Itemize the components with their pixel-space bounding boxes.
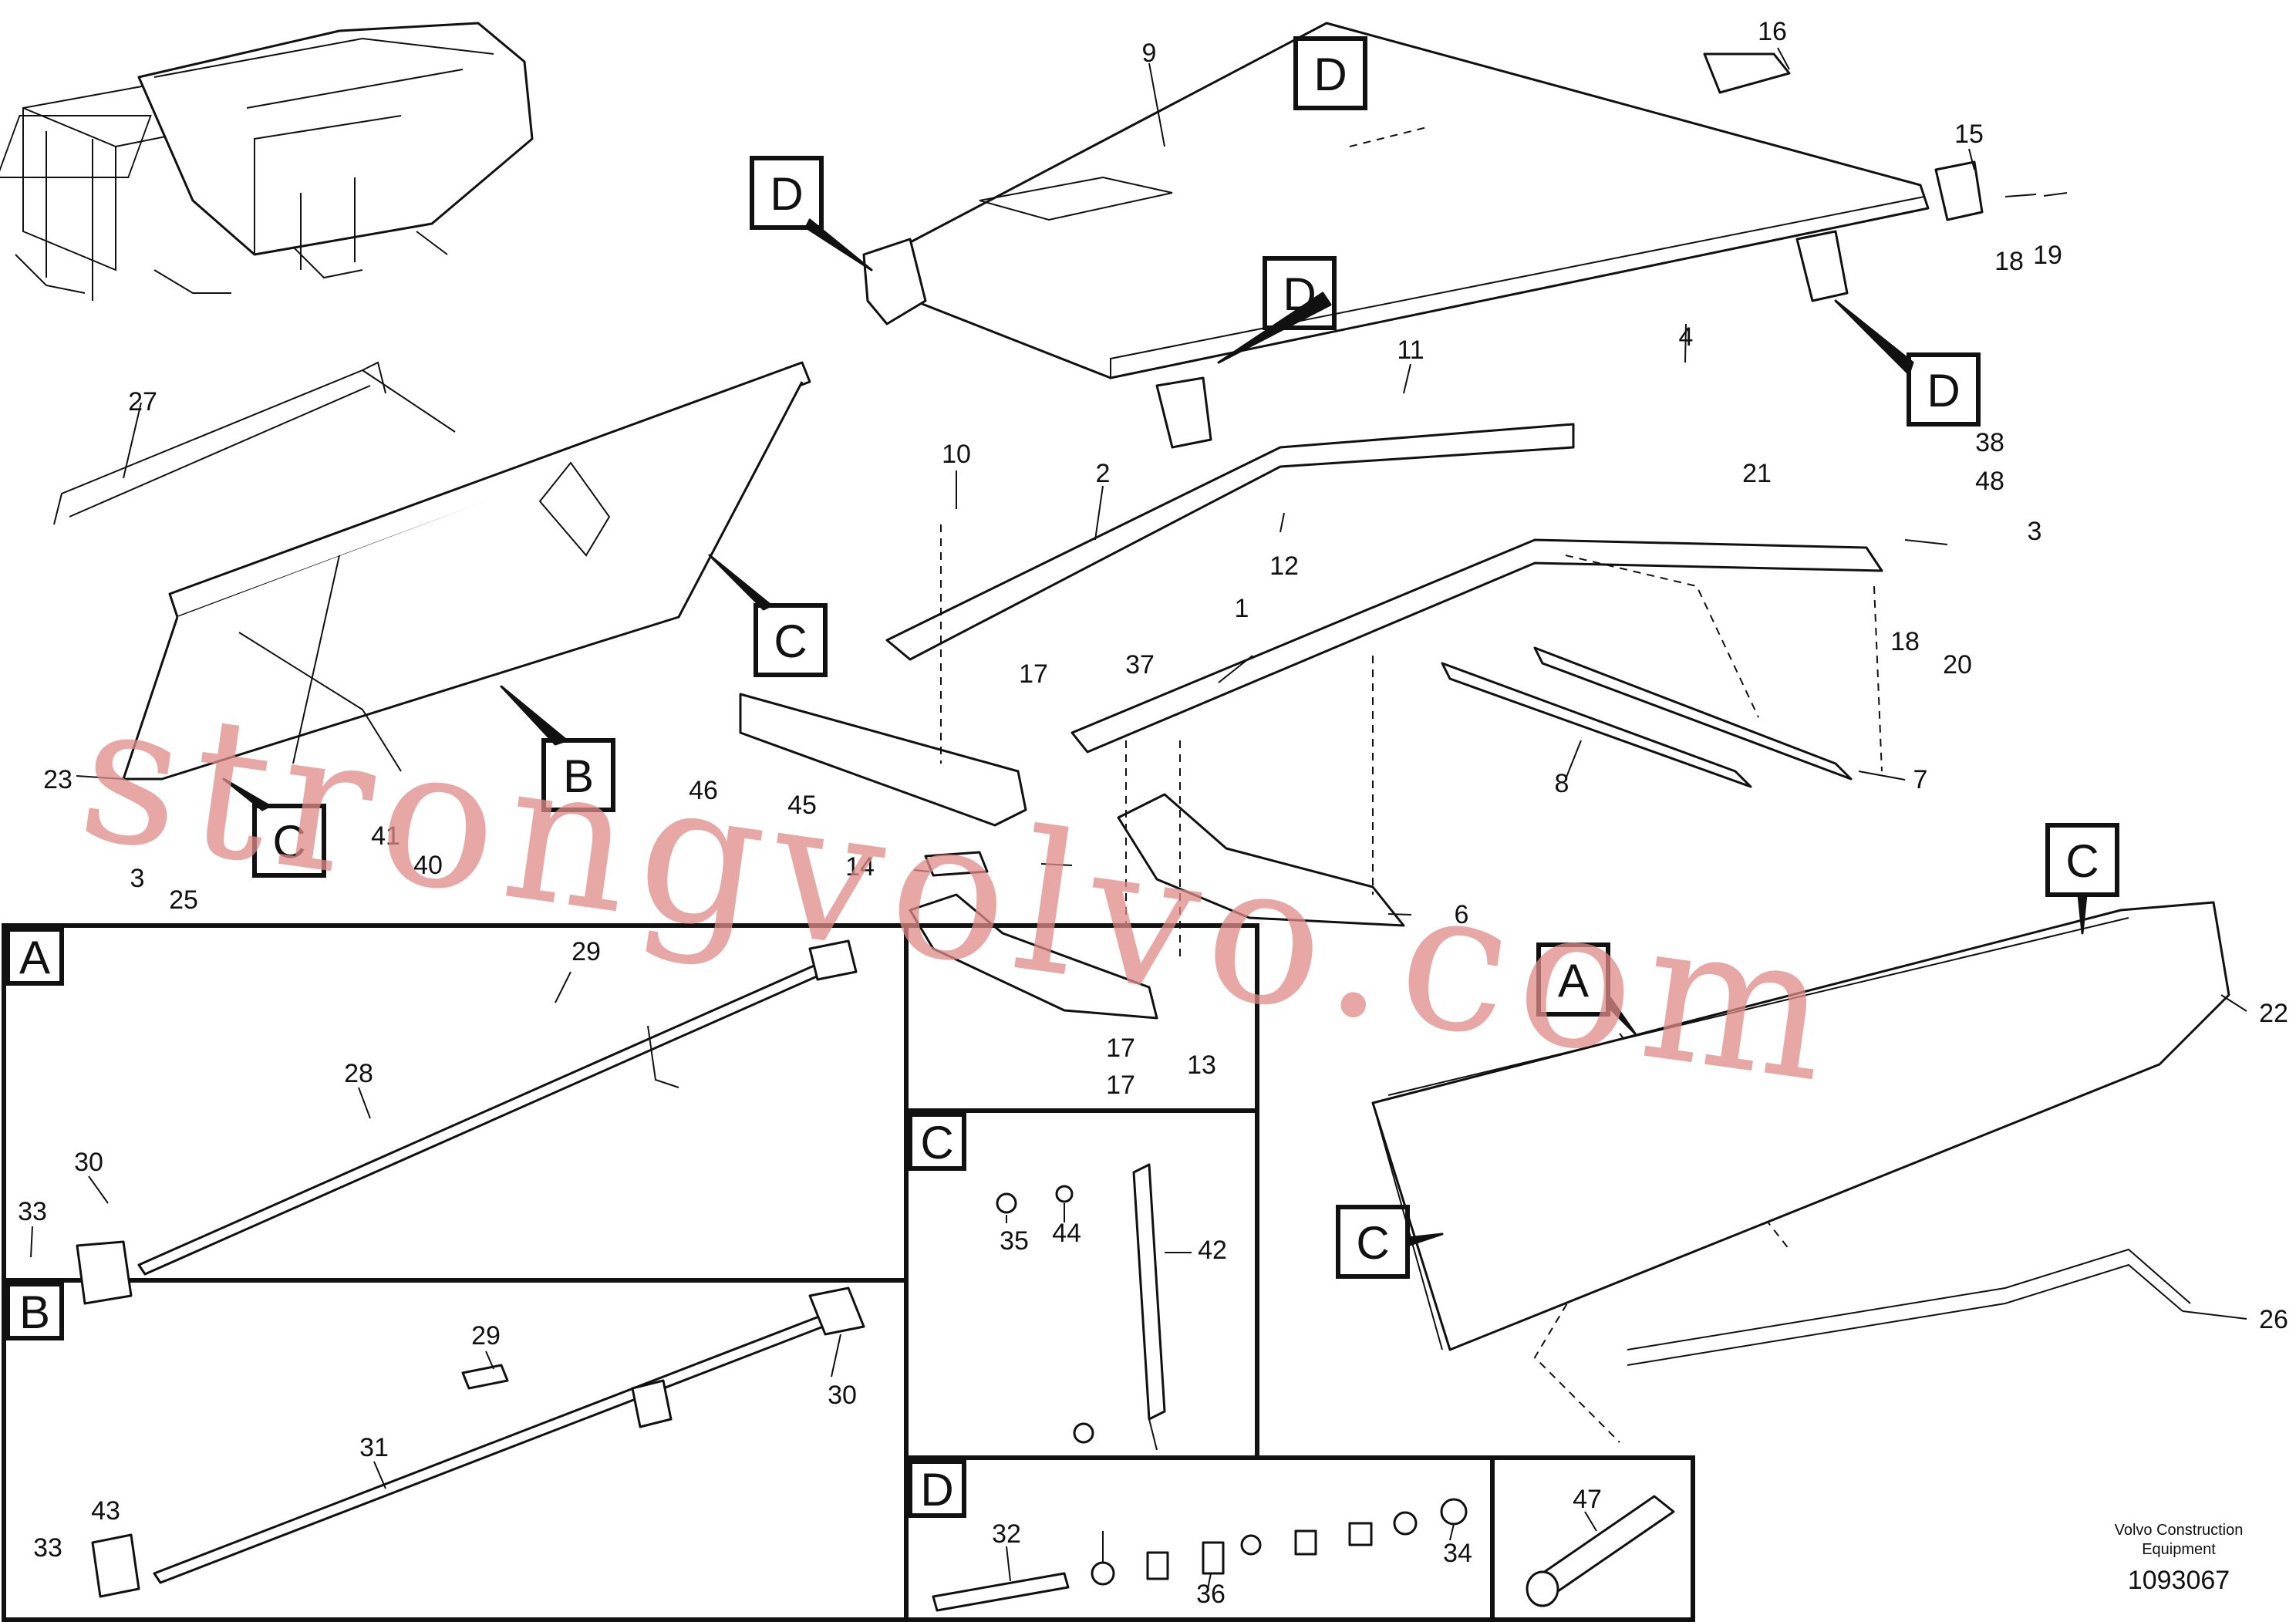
view-marker-d1 — [1293, 36, 1367, 110]
callout-12: 12 — [1269, 551, 1299, 581]
callout-18b: 18 — [1890, 627, 1920, 656]
callout-37: 37 — [1125, 650, 1155, 679]
side-panel — [53, 361, 811, 781]
callout-16: 16 — [1758, 17, 1787, 46]
view-marker-c1-text: C — [774, 615, 807, 667]
callout-11: 11 — [1397, 336, 1424, 365]
callout-20: 20 — [1943, 650, 1972, 679]
callout-26: 26 — [2259, 1305, 2288, 1334]
view-marker-boxes: D D D D C B C C A C — [252, 36, 2119, 1279]
callout-29b: 29 — [471, 1321, 501, 1351]
callout-8: 8 — [1555, 769, 1569, 798]
part-callouts: 9 16 15 18 19 11 4 27 2 10 38 21 48 12 3… — [18, 17, 2288, 1609]
view-marker-c4-text: C — [1356, 1217, 1389, 1269]
view-marker-c2-text: C — [272, 816, 305, 868]
detail-47-seal — [1526, 1495, 1675, 1607]
callout-27: 27 — [128, 387, 157, 416]
view-marker-a1-text: A — [1558, 955, 1589, 1007]
view-marker-c2 — [252, 804, 326, 878]
top-cover-9 — [862, 22, 2068, 449]
callout-3b: 3 — [130, 864, 145, 893]
detail-panel-d-letter: D — [920, 1464, 953, 1516]
door-panel-22 — [1371, 901, 2230, 1366]
callout-18a: 18 — [1994, 247, 2024, 276]
callout-9: 9 — [1142, 39, 1157, 68]
view-marker-d4-text: D — [1927, 365, 1960, 416]
view-marker-b1 — [541, 738, 615, 812]
detail-panel-a-box — [5, 927, 64, 986]
callout-28: 28 — [344, 1059, 373, 1088]
drawing-footer: Volvo Construction Equipment 1093067 — [2115, 1522, 2244, 1595]
detail-panel-b-letter: B — [19, 1286, 50, 1338]
callout-23: 23 — [43, 765, 72, 794]
callout-32: 32 — [992, 1519, 1021, 1549]
callout-17a: 17 — [1019, 659, 1048, 689]
view-marker-b1-text: B — [563, 750, 594, 802]
callout-6: 6 — [1455, 900, 1469, 929]
detail-frames — [2, 923, 1695, 1622]
callout-36: 36 — [1196, 1580, 1226, 1609]
callout-leaders — [76, 47, 2247, 1320]
detail-panel-c-box — [908, 1112, 966, 1171]
callout-29a: 29 — [571, 937, 601, 966]
callout-41: 41 — [371, 821, 400, 851]
view-marker-c1 — [754, 603, 828, 677]
callout-21: 21 — [1742, 459, 1772, 488]
detail-panel-d-box — [908, 1459, 966, 1518]
callout-35: 35 — [1000, 1226, 1029, 1256]
detail-panel-letters: A B C D — [5, 927, 966, 1518]
view-marker-a1 — [1536, 943, 1610, 1017]
callout-2: 2 — [1096, 459, 1111, 488]
view-marker-d2 — [750, 156, 824, 230]
view-marker-d4 — [1907, 352, 1981, 427]
view-marker-d2-text: D — [770, 168, 803, 220]
callout-3a: 3 — [2028, 517, 2042, 546]
callout-17c: 17 — [1106, 1071, 1135, 1100]
callout-25: 25 — [169, 885, 198, 915]
callout-42: 42 — [1198, 1236, 1227, 1265]
detail-c-strut — [996, 1163, 1192, 1451]
callout-45: 45 — [787, 791, 817, 820]
view-marker-d3 — [1263, 256, 1337, 330]
callout-33b: 33 — [33, 1533, 62, 1563]
machine-thumbnail — [0, 22, 534, 301]
callout-13: 13 — [1187, 1050, 1216, 1080]
callout-22: 22 — [2259, 999, 2288, 1028]
callout-14: 14 — [845, 852, 875, 882]
callout-48: 48 — [1975, 467, 2004, 496]
view-marker-d1-text: D — [1313, 49, 1347, 100]
marker-pointers — [222, 218, 2088, 1247]
detail-panel-c-letter: C — [920, 1117, 953, 1168]
callout-4: 4 — [1679, 322, 1694, 352]
callout-46: 46 — [689, 776, 718, 805]
detail-d-hinge — [932, 1498, 1468, 1612]
callout-34: 34 — [1443, 1539, 1472, 1568]
callout-1: 1 — [1235, 594, 1249, 623]
callout-43: 43 — [91, 1496, 120, 1526]
detail-a-rod — [30, 939, 858, 1305]
callout-47: 47 — [1573, 1485, 1602, 1514]
detail-b-rod — [91, 1286, 865, 1598]
callout-33a: 33 — [18, 1197, 47, 1226]
view-marker-c3-text: C — [2065, 835, 2099, 887]
callout-30a: 30 — [74, 1148, 103, 1177]
detail-panel-b-box — [5, 1282, 64, 1340]
callout-30b: 30 — [828, 1381, 857, 1410]
callout-19: 19 — [2033, 241, 2062, 270]
callout-44: 44 — [1052, 1219, 1081, 1248]
footer-company-line2: Equipment — [2142, 1541, 2216, 1558]
callout-17b: 17 — [1106, 1034, 1135, 1063]
callout-10: 10 — [942, 440, 971, 469]
callout-40: 40 — [413, 851, 443, 880]
callout-15: 15 — [1954, 120, 1984, 149]
callout-31: 31 — [359, 1433, 389, 1462]
footer-drawing-number: 1093067 — [2128, 1566, 2230, 1595]
callout-7: 7 — [1913, 765, 1928, 794]
footer-company-line1: Volvo Construction — [2115, 1522, 2244, 1539]
detail-panel-a-letter: A — [19, 932, 50, 983]
callout-38: 38 — [1975, 428, 2004, 457]
